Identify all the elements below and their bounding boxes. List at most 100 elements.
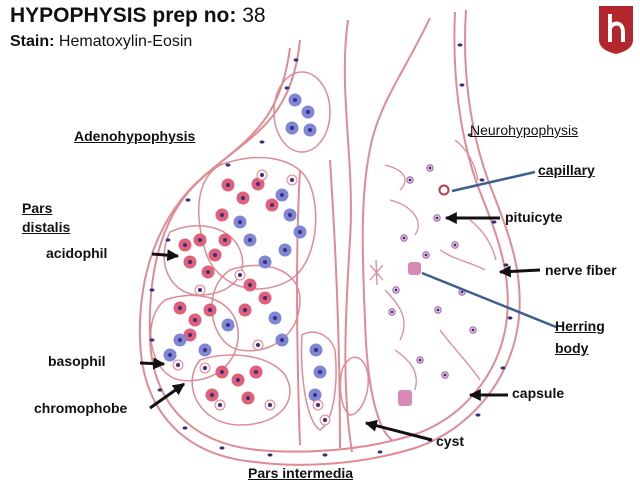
- acidophil-cell-nucleus: [220, 370, 224, 374]
- basophil-cell-nucleus: [263, 260, 267, 264]
- basophil-cell-nucleus: [203, 348, 207, 352]
- cord-lower: [191, 354, 291, 426]
- capsule-nucleus: [500, 366, 506, 370]
- stalk-right: [361, 17, 431, 441]
- arrow-chromophobe: [149, 382, 185, 410]
- basophil-cell-nucleus: [178, 338, 182, 342]
- capsule-nucleus: [479, 178, 485, 182]
- basophil-cell-nucleus: [280, 338, 284, 342]
- basophil-cell-nucleus: [298, 230, 302, 234]
- pituicyte-nucleus: [408, 178, 412, 182]
- chromophobe-nucleus: [218, 403, 222, 407]
- label-herring-2: body: [555, 340, 589, 356]
- pituicyte-star: [369, 259, 384, 286]
- label-capsule: capsule: [512, 385, 565, 401]
- chromophobe-cells: [172, 169, 331, 426]
- basophil-cell-nucleus: [308, 128, 312, 132]
- chromophobe-nucleus: [238, 273, 242, 277]
- capsule-nucleus: [507, 316, 513, 320]
- arrow-cyst: [364, 419, 433, 442]
- prep-number: 38: [242, 4, 266, 27]
- chromophobe-nucleus: [256, 343, 260, 347]
- label-chromophobe: chromophobe: [34, 400, 128, 416]
- capsule-nuclei: [149, 43, 513, 457]
- label-pituicyte: pituicyte: [505, 209, 563, 225]
- acidophil-cell-nucleus: [241, 196, 245, 200]
- capillary: [438, 184, 450, 196]
- acidophil-cell-nucleus: [270, 203, 274, 207]
- pituicyte-nucleus: [390, 310, 394, 314]
- arrow-basophil: [139, 357, 166, 370]
- acidophil-cell-nucleus: [223, 238, 227, 242]
- acidophil-cell-nucleus: [226, 183, 230, 187]
- capsule-nucleus: [491, 220, 497, 224]
- capsule-nucleus: [459, 83, 465, 87]
- stain-line: Stain: Hematoxylin-Eosin: [10, 33, 192, 51]
- chromophobe-nucleus: [198, 288, 202, 292]
- nerve-fiber-3: [439, 249, 486, 271]
- nerve-fiber-1: [384, 164, 406, 191]
- inner-capsule: [148, 11, 509, 453]
- capsule-nucleus: [259, 140, 265, 144]
- pituicyte-nucleus: [394, 288, 398, 292]
- label-capillary: capillary: [538, 162, 595, 178]
- acidophil-cell-nucleus: [210, 393, 214, 397]
- label-pars-intermedia: Pars intermedia: [248, 465, 354, 481]
- label-pars-distalis-2: distalis: [22, 219, 71, 235]
- basophil-cell-nucleus: [283, 248, 287, 252]
- nerve-fiber-6: [439, 329, 481, 381]
- herring-body-lower: [398, 390, 412, 406]
- title-label: HYPOPHYSIS prep no:: [10, 4, 237, 27]
- basophil-cell-nucleus: [306, 110, 310, 114]
- capsule-nucleus: [377, 450, 383, 454]
- pituicyte-nucleus: [402, 236, 406, 240]
- acidophil-cells: [173, 177, 279, 405]
- gland-outline: [138, 9, 521, 466]
- acidophil-cell-nucleus: [193, 318, 197, 322]
- nerve-fiber-7: [394, 349, 417, 391]
- capsule-nucleus: [165, 238, 171, 242]
- basophil-cell-nucleus: [288, 213, 292, 217]
- chromophobe-nucleus: [203, 366, 207, 370]
- chromophobe-nucleus: [176, 363, 180, 367]
- capsule-nucleus: [219, 446, 225, 450]
- cord-acidophil: [163, 225, 244, 296]
- acidophil-cell-nucleus: [198, 238, 202, 242]
- pituicyte-nucleus: [428, 166, 432, 170]
- label-herring-1: Herring: [555, 318, 605, 334]
- capsule-nucleus: [267, 453, 273, 457]
- chromophobe-nucleus: [316, 403, 320, 407]
- acidophil-cell-nucleus: [243, 308, 247, 312]
- acidophil-cell-nucleus: [208, 308, 212, 312]
- arrow-nerve-fiber: [498, 265, 541, 278]
- basophil-cells: [163, 93, 327, 402]
- chromophobe-nucleus: [268, 403, 272, 407]
- label-acidophil: acidophil: [46, 245, 108, 261]
- arrow-herring-body: [421, 271, 557, 329]
- label-basophil: basophil: [48, 353, 106, 369]
- acidophil-cell-nucleus: [236, 378, 240, 382]
- capsule-nucleus: [503, 263, 509, 267]
- cord-top: [273, 71, 331, 153]
- pituicyte-nucleus: [435, 216, 439, 220]
- capsule-nucleus: [293, 58, 299, 62]
- pituicyte-nucleus: [471, 328, 475, 332]
- cord-intermedia: [300, 331, 337, 431]
- arrow-capillary: [451, 170, 536, 193]
- capsule-nucleus: [225, 163, 231, 167]
- stain-label: Stain:: [10, 33, 55, 50]
- acidophil-cell-nucleus: [188, 333, 192, 337]
- capsule-nucleus: [467, 133, 473, 137]
- university-logo: [599, 6, 633, 54]
- label-adenohypophysis: Adenohypophysis: [74, 128, 196, 144]
- pituicyte-nucleus: [436, 308, 440, 312]
- acidophil-cell-nucleus: [263, 296, 267, 300]
- acidophil-cell-nucleus: [188, 260, 192, 264]
- basophil-cell-nucleus: [313, 393, 317, 397]
- basophil-cell-nucleus: [168, 353, 172, 357]
- basophil-cell-nucleus: [238, 220, 242, 224]
- basophil-cell-nucleus: [318, 370, 322, 374]
- label-pars-distalis-1: Pars: [22, 200, 53, 216]
- herring-body-upper: [408, 262, 421, 275]
- stalk-left: [343, 19, 353, 453]
